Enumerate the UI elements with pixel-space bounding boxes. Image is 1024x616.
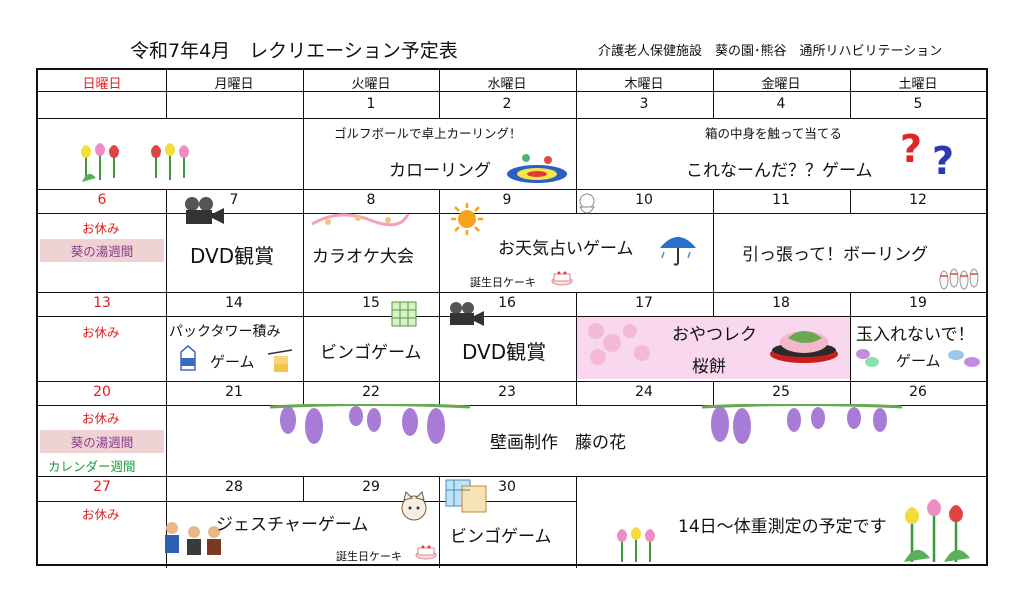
svg-text:?: ? — [932, 139, 954, 180]
calendar-week-label: カレンダー週間 — [48, 459, 136, 474]
event-badge: 葵の湯週間 — [40, 239, 164, 262]
weekday-wednesday: 水曜日 — [487, 77, 527, 92]
cake-icon — [415, 545, 437, 560]
sakura-mochi-title: 桜餅 — [692, 357, 726, 377]
cake-icon — [551, 271, 573, 286]
date-20: 20 — [93, 384, 111, 400]
facility-name: 介護老人保健施設 葵の園･熊谷 通所リハビリテーション — [598, 44, 943, 59]
sakura-mochi-icon — [770, 331, 838, 363]
pack-tower-game: ゲーム — [210, 353, 255, 371]
date-14: 14 — [225, 295, 243, 311]
date-1: 1 — [366, 96, 376, 112]
no-toss-title: 玉入れないで！ — [856, 325, 975, 345]
date-18: 18 — [772, 295, 790, 311]
wisteria-icon — [702, 404, 902, 444]
bingo-card-icon — [391, 301, 417, 327]
cat-icon — [401, 491, 427, 521]
date-27: 27 — [93, 479, 111, 495]
film-camera-icon — [185, 197, 224, 224]
svg-text:?: ? — [900, 128, 922, 171]
guess-caption: 箱の中身を触って当てる — [705, 126, 842, 141]
question-mark-icon: ? ? — [900, 128, 954, 180]
sun-icon — [451, 203, 483, 235]
date-9: 9 — [502, 192, 512, 208]
sunday-off: お休み — [82, 507, 120, 522]
calendar-grid: 日曜日 月曜日 火曜日 水曜日 木曜日 金曜日 土曜日 1 2 3 4 5 ゴル… — [36, 68, 988, 568]
sunday-off: お休み — [82, 325, 120, 340]
cherry-blossom-icon — [588, 323, 650, 365]
gesture-game-event: ジェスチャーゲーム — [216, 515, 369, 535]
bingo-event: ビンゴゲーム — [450, 527, 552, 547]
karaoke-event: カラオケ大会 — [312, 247, 414, 267]
weekday-monday: 月曜日 — [214, 77, 254, 92]
mural-activity: 壁画制作 藤の花 — [490, 433, 626, 453]
date-6: 6 — [97, 192, 107, 208]
bingo-card-icon — [445, 479, 487, 513]
tulip-icon — [617, 527, 655, 562]
weekday-tuesday: 火曜日 — [351, 77, 391, 92]
weekday-thursday: 木曜日 — [624, 77, 664, 92]
date-10: 10 — [635, 192, 653, 208]
tower-icon — [267, 349, 293, 372]
curling-caption: ゴルフボールで卓上カーリング！ — [334, 126, 522, 141]
date-19: 19 — [909, 295, 927, 311]
film-camera-icon — [450, 302, 484, 326]
dvd-event: DVD観賞 — [462, 340, 547, 364]
snack-rec-title: おやつレク — [672, 325, 757, 345]
no-toss-game: ゲーム — [896, 352, 941, 370]
tulip-icon — [904, 499, 970, 562]
date-12: 12 — [909, 192, 927, 208]
weight-notice: 14日～体重測定の予定です — [678, 517, 887, 537]
teru-teru-bozu-icon — [579, 193, 595, 214]
date-26: 26 — [909, 384, 927, 400]
birthday-cake-label: 誕生日ケーキ — [470, 276, 536, 289]
bowling-pins-icon — [939, 268, 979, 290]
curling-icon — [507, 154, 567, 183]
pack-tower-title: パックタワー積み — [169, 324, 281, 340]
event-badge: 葵の湯週間 — [40, 430, 164, 453]
date-17: 17 — [635, 295, 653, 311]
dvd-event: DVD観賞 — [190, 244, 275, 268]
bowling-event: 引っ張って！ボーリング — [742, 245, 929, 265]
date-7: 7 — [229, 192, 239, 208]
guess-title: これなーんだ？？ゲーム — [686, 161, 873, 181]
date-11: 11 — [772, 192, 790, 208]
bingo-event: ビンゴゲーム — [320, 343, 422, 363]
weekday-saturday: 土曜日 — [898, 77, 938, 92]
weather-game-event: お天気占いゲーム — [498, 239, 634, 259]
date-22: 22 — [362, 384, 380, 400]
date-28: 28 — [225, 479, 243, 495]
birthday-cake-label: 誕生日ケーキ — [336, 550, 402, 563]
date-30: 30 — [498, 479, 516, 495]
sunday-off: お休み — [82, 221, 120, 236]
date-2: 2 — [502, 96, 512, 112]
music-notes-icon — [311, 213, 410, 227]
wisteria-icon — [270, 404, 470, 444]
date-29: 29 — [362, 479, 380, 495]
date-3: 3 — [639, 96, 649, 112]
weekday-friday: 金曜日 — [761, 77, 801, 92]
umbrella-icon — [660, 237, 696, 266]
date-5: 5 — [913, 96, 923, 112]
date-24: 24 — [635, 384, 653, 400]
date-8: 8 — [366, 192, 376, 208]
people-icon — [165, 522, 221, 555]
date-25: 25 — [772, 384, 790, 400]
milk-carton-icon — [180, 345, 196, 371]
page-title: 令和7年4月 レクリエーション予定表 — [130, 40, 458, 62]
date-23: 23 — [498, 384, 516, 400]
tulip-icon — [81, 143, 189, 182]
beanbag-icon — [856, 349, 879, 367]
beanbag-icon — [948, 350, 980, 367]
weekday-sunday: 日曜日 — [82, 77, 122, 92]
date-16: 16 — [498, 295, 516, 311]
date-21: 21 — [225, 384, 243, 400]
date-15: 15 — [362, 295, 380, 311]
date-13: 13 — [93, 295, 111, 311]
curling-title: カローリング — [389, 161, 491, 181]
sunday-off: お休み — [82, 411, 120, 426]
date-4: 4 — [776, 96, 786, 112]
